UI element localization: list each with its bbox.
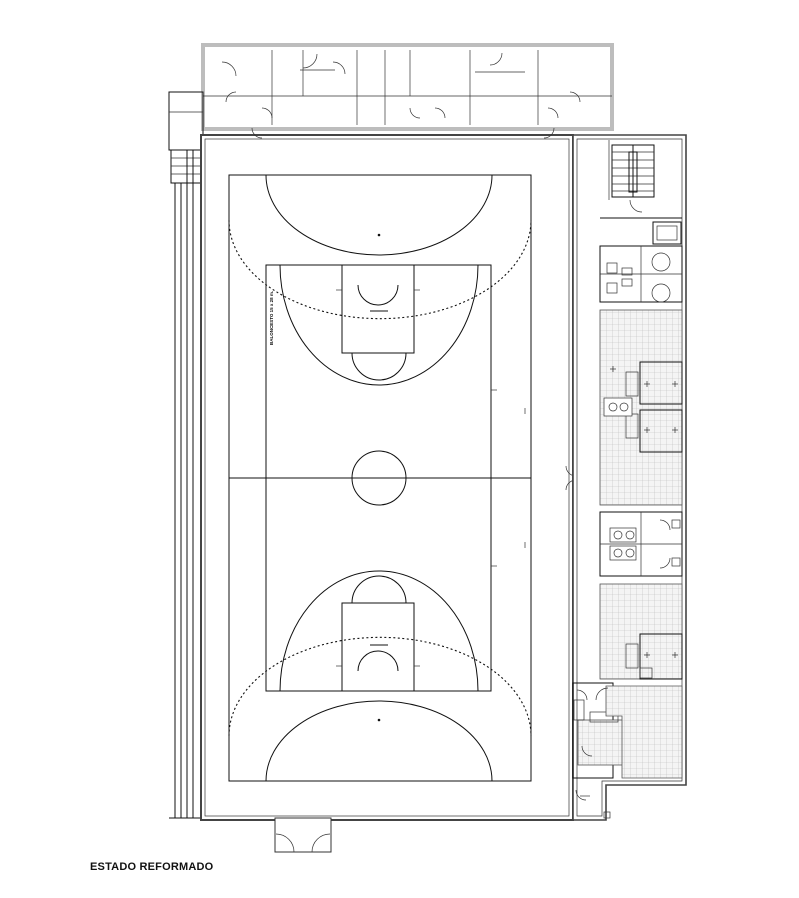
sports-hall xyxy=(200,127,577,853)
top-annex xyxy=(201,43,614,131)
court-dimension-label: BALONCESTO 15 x 28 m. xyxy=(269,291,274,345)
plan-caption: ESTADO REFORMADO xyxy=(90,861,214,873)
service-wing xyxy=(572,134,687,821)
basketball-court: BALONCESTO 15 x 28 m. xyxy=(228,174,532,782)
left-access-strip xyxy=(168,91,204,819)
